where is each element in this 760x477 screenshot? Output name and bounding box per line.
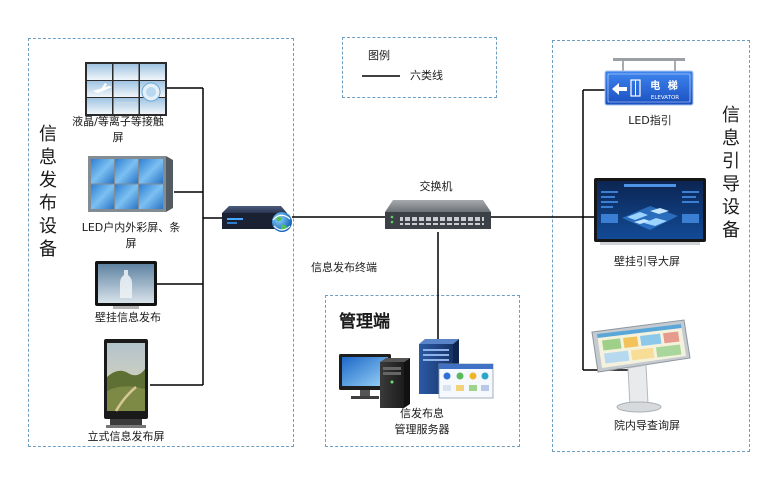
video-wall-label-line1: 液晶/等离子等接触 (72, 115, 164, 128)
video-wall-label-line2: 屏 (112, 131, 124, 144)
wall-guide-screen (594, 178, 706, 245)
legend-box (342, 37, 497, 98)
management-title: 管理端 (339, 312, 390, 332)
server-label: 信发布息 管理服务器 (382, 406, 462, 438)
globe-icon (272, 212, 292, 232)
led-sign-subtext: ELEVATOR (651, 95, 679, 101)
wall-display-label: 壁挂信息发布 (95, 311, 161, 324)
legend-line-label: 六类线 (410, 69, 443, 82)
management-server (419, 339, 494, 399)
led-screen-label: LED户内外彩屏、条 屏 (76, 220, 186, 252)
led-screen-label-line1: LED户内外彩屏、条 (81, 221, 181, 234)
led-outdoor-screen (88, 156, 173, 212)
server-label-line2: 管理服务器 (394, 423, 450, 436)
touch-query-kiosk (591, 319, 691, 413)
standing-kiosk-display (104, 339, 148, 428)
video-wall-display (85, 62, 167, 116)
video-wall-label: 液晶/等离子等接触 屏 (58, 114, 178, 146)
admin-computer (339, 354, 410, 408)
led-elevator-sign: 电 梯 ELEVATOR (604, 58, 694, 106)
info-publishing-title: 信息发布设备 (36, 124, 57, 262)
server-admin-window (438, 363, 494, 399)
terminal-label: 信息发布终端 (311, 261, 377, 274)
info-guidance-title: 信息引导设备 (719, 105, 740, 243)
publishing-terminal (222, 206, 292, 232)
wall-guide-screen-label: 壁挂引导大屏 (614, 255, 680, 268)
network-switch (385, 200, 491, 229)
standing-kiosk-label: 立式信息发布屏 (87, 430, 165, 443)
led-screen-label-line2: 屏 (125, 237, 137, 250)
server-label-line1: 信发布息 (400, 407, 444, 420)
led-sign-label: LED指引 (628, 114, 672, 127)
management-group-box (325, 295, 520, 447)
legend-title: 图例 (368, 49, 390, 62)
led-sign-text: 电 梯 (650, 79, 679, 92)
elevator-door-icon (630, 79, 641, 97)
query-kiosk-label: 院内导查询屏 (614, 419, 680, 432)
info-publishing-group-box (28, 38, 294, 447)
info-guidance-group-box (552, 40, 750, 452)
switch-label: 交换机 (419, 180, 453, 193)
left-arrow-icon (612, 83, 627, 95)
wall-mounted-display (95, 261, 157, 309)
